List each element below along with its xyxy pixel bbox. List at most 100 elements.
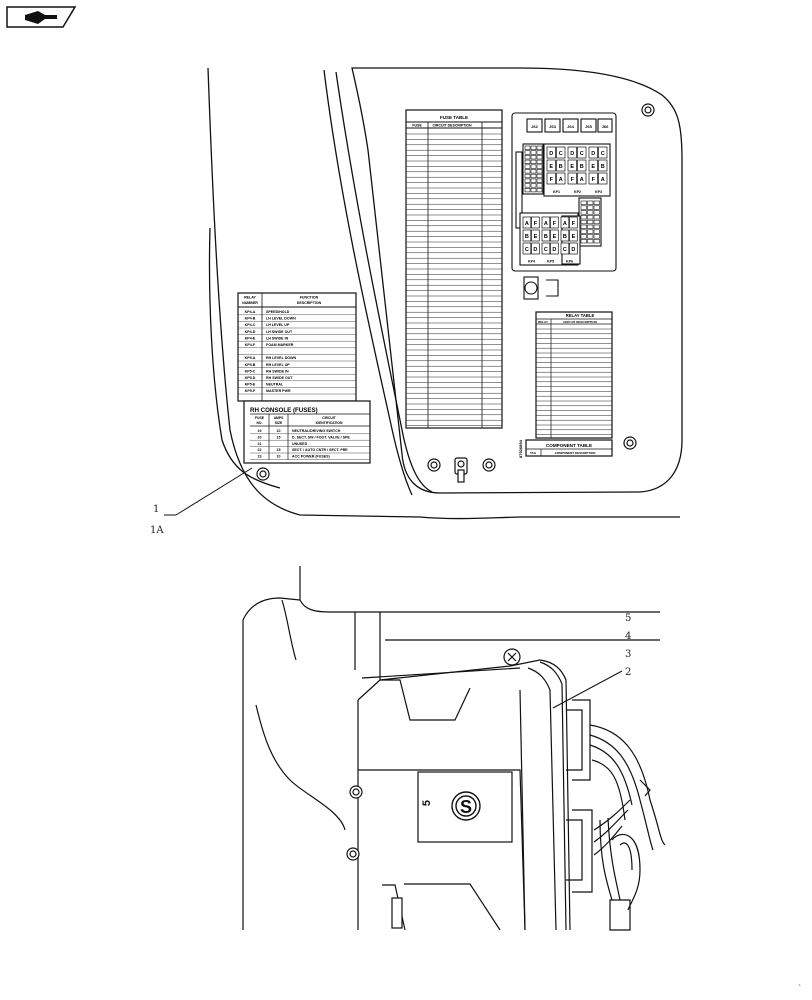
relay-pin	[550, 242, 559, 255]
relay-fn-desc: RH LEVEL DOWN	[266, 356, 296, 360]
relay-fn-desc: RH LEVEL UP	[266, 363, 290, 367]
rh-header-2: SIZE	[275, 421, 283, 425]
mini-fuse	[536, 150, 543, 155]
mini-fuse	[530, 159, 537, 165]
relay-fn-col2-h2: DESCRIPTION	[297, 301, 322, 305]
upper-relay-label: KP1	[553, 190, 560, 194]
callout-5: 5	[625, 613, 631, 624]
mini-fuse	[587, 215, 594, 220]
mini-fuse	[587, 234, 594, 239]
relay-pin	[598, 172, 608, 185]
relay-fn-number: KP4-C	[245, 323, 256, 327]
relay-pin	[531, 216, 540, 229]
relay-table-title: RELAY TABLE	[566, 313, 595, 318]
relay-fn-desc: RH SWIDE IN	[266, 369, 289, 373]
relay-pin	[556, 159, 566, 172]
mini-fuse	[536, 159, 543, 165]
mini-fuse	[593, 224, 600, 229]
panel-connector-label: J64	[567, 124, 574, 129]
mini-fuse	[530, 155, 537, 160]
mini-fuse	[530, 150, 537, 155]
relay-pin-letter: D	[533, 247, 537, 253]
relay-pin-letter: B	[580, 164, 584, 170]
relay-fn-col2-h1: FUNCTION	[300, 296, 319, 300]
relay-pin-letter: C	[563, 247, 567, 253]
corner-mark: `	[798, 983, 801, 995]
mini-fuse	[580, 229, 587, 234]
mini-fuse	[536, 145, 543, 150]
relay-fn-number: KP5-C	[245, 369, 256, 373]
lower-relay-label: KP6	[566, 260, 573, 264]
relay-pin	[567, 172, 577, 185]
mini-fuse	[536, 188, 543, 193]
relay-pin	[577, 172, 587, 185]
relay-pin	[541, 242, 551, 255]
panel-connector-label: J62	[531, 124, 538, 129]
mini-fuse	[587, 210, 594, 215]
relay-fn-desc: MASTER PWR	[266, 389, 291, 393]
relay-fn-desc: LH LEVEL UP	[266, 323, 290, 327]
rh-fuse-no: 21	[258, 442, 262, 446]
relay-pin	[531, 229, 540, 242]
relay-table-col1: RELAY	[538, 320, 548, 324]
page-back-arrow-icon	[6, 6, 77, 28]
relay-pin-letter: A	[544, 221, 548, 227]
relay-pin-letter: F	[592, 177, 596, 183]
component-table-col1: TAG	[530, 451, 537, 455]
ecu-mark: 5	[421, 800, 433, 806]
mini-fuse	[580, 200, 587, 205]
relay-pin-letter: B	[525, 234, 529, 240]
rh-circuit: UNUSED	[292, 442, 308, 446]
relay-fn-desc: FOAM MARKER	[266, 343, 294, 347]
mini-fuse	[593, 200, 600, 205]
relay-pin-letter: B	[559, 164, 563, 170]
mini-fuse	[580, 239, 587, 244]
relay-pin-letter: A	[525, 221, 529, 227]
relay-pin	[550, 229, 559, 242]
relay-table-col2: CIRCUIT DESCRIPTION	[563, 320, 597, 324]
relay-fn-desc: RH SWIDE OUT	[266, 376, 293, 380]
mini-fuse	[593, 205, 600, 210]
relay-pin	[598, 159, 608, 172]
mini-fuse	[580, 215, 587, 220]
relay-pin	[598, 146, 608, 159]
relay-fn-desc: LH SWIDE OUT	[266, 330, 293, 334]
relay-pin	[522, 216, 532, 229]
leader-line-1	[175, 467, 253, 516]
mini-fuse	[524, 159, 531, 165]
relay-pin	[567, 159, 577, 172]
mini-fuse	[530, 164, 537, 169]
callout-1a: 1A	[150, 525, 164, 536]
relay-pin	[550, 216, 559, 229]
relay-pin-letter: C	[559, 151, 563, 157]
mini-fuse	[587, 224, 594, 229]
relay-fn-number: KP4-F	[245, 343, 256, 347]
relay-fn-number: KP5-D	[245, 376, 256, 380]
relay-fn-col1-h1: RELAY	[244, 296, 256, 300]
mini-fuse	[524, 155, 531, 160]
relay-fn-number: KP5-A	[245, 356, 256, 360]
relay-fn-number: KP4-A	[245, 310, 256, 314]
upper-relay-label: KP2	[574, 190, 581, 194]
mini-fuse	[593, 234, 600, 239]
mini-fuse	[593, 215, 600, 220]
rh-header-1: AMPS	[274, 416, 285, 420]
panel-connector-label: J65	[585, 124, 592, 129]
relay-pin	[569, 242, 578, 255]
relay-pin	[560, 216, 570, 229]
mini-fuse	[593, 210, 600, 215]
relay-pin	[567, 146, 577, 159]
relay-pin-letter: C	[544, 247, 548, 253]
mini-fuse	[580, 210, 587, 215]
upper-relay-label: KP3	[595, 190, 602, 194]
relay-pin	[556, 146, 566, 159]
relay-pin	[588, 172, 598, 185]
relay-fn-number: KP5-B	[245, 363, 256, 367]
previous-page-button[interactable]	[5, 5, 77, 29]
relay-pin	[541, 216, 551, 229]
relay-pin	[556, 172, 566, 185]
mini-fuse	[593, 219, 600, 225]
rh-amps: 15	[277, 448, 281, 452]
mini-fuse	[524, 164, 531, 169]
